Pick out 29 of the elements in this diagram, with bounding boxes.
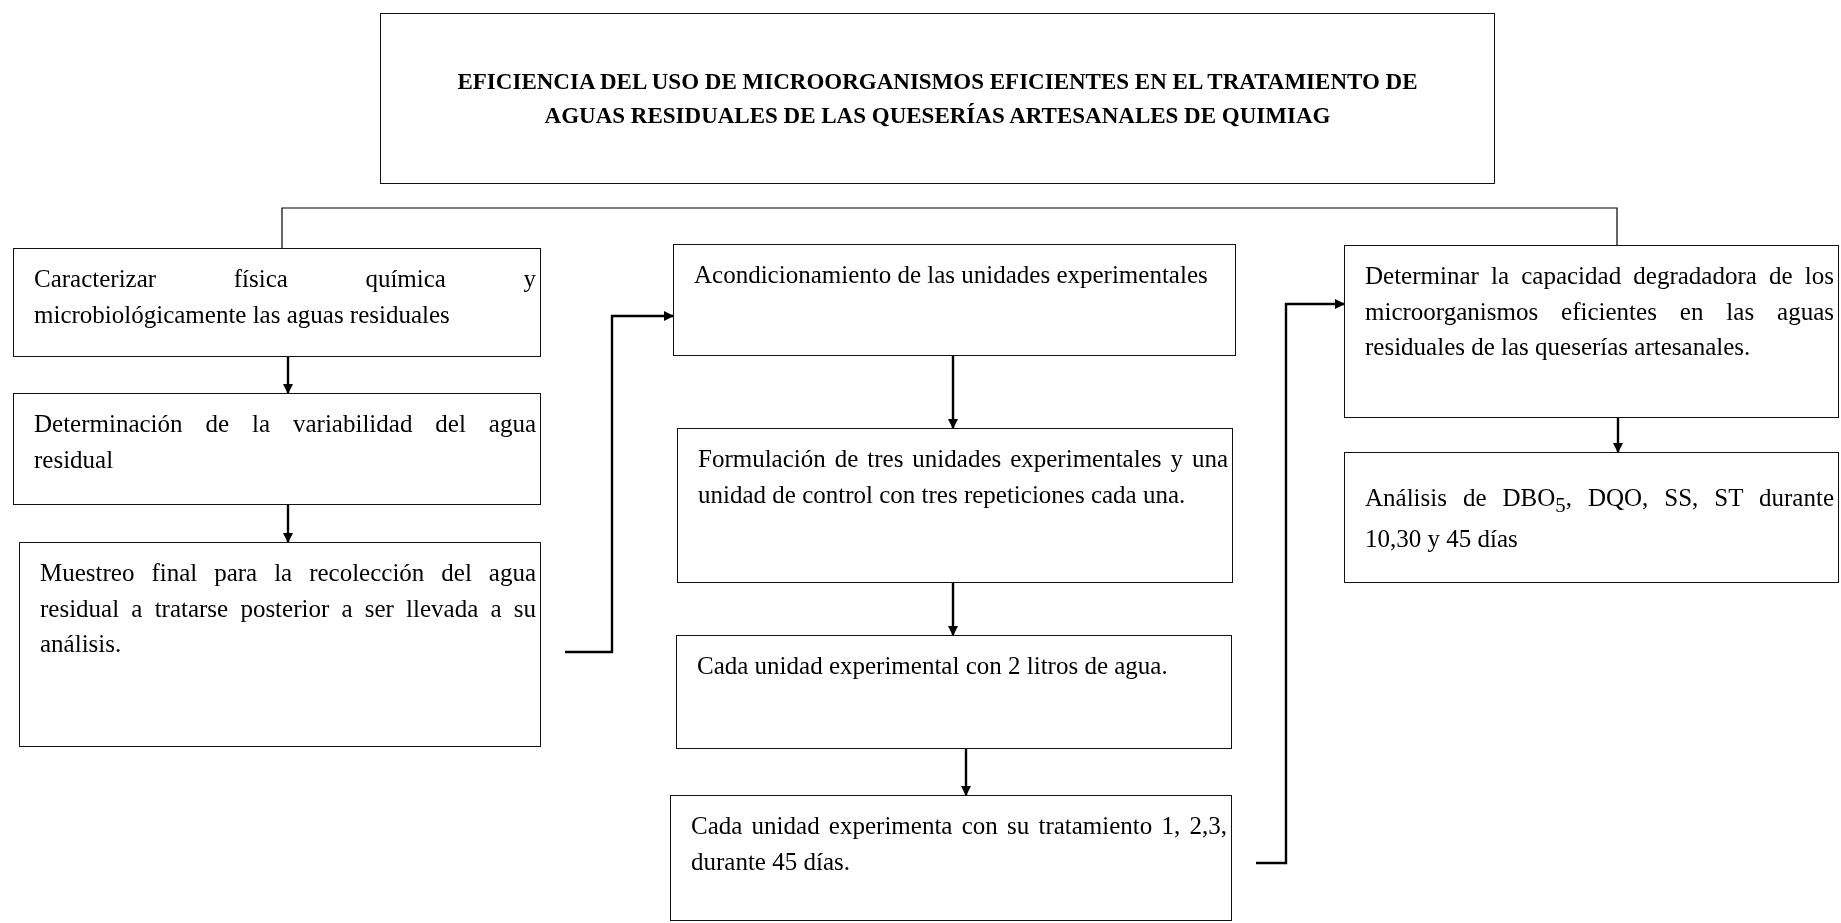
process-box	[676, 635, 1232, 749]
step-text: Cada unidad experimenta con su tratamiento 1, 2,3, durante 45 días.	[691, 811, 1227, 877]
process-box	[13, 393, 541, 505]
process-box	[677, 428, 1233, 583]
arrow	[948, 583, 958, 636]
step-text: Cada unidad experimental con 2 litros de agua.	[697, 651, 1169, 681]
arrow	[948, 356, 958, 429]
step-text: Caracterizar física química y microbiológicamente las aguas residuales	[34, 264, 536, 330]
process-box	[19, 542, 541, 747]
process-box	[1344, 452, 1839, 583]
step-text: Análisis de DBO$_{5}$, DQO, SS, ST durante 10,30 y 45 días	[1365, 483, 1834, 555]
step-text: Muestreo final para la recolección del agua residual a tratarse posterior a ser llevada a su análisis.	[40, 558, 536, 659]
arrow	[1613, 418, 1623, 453]
connector-line	[281, 207, 1618, 249]
arrow	[565, 311, 674, 654]
step-text: Determinación de la variabilidad del agua residual	[34, 409, 536, 475]
step-text: Determinar la capacidad degradadora de los microorganismos eficientes en las aguas residuales de las queserías artesanales.	[1365, 261, 1834, 362]
arrow	[283, 357, 293, 394]
step-text: Acondicionamiento de las unidades experimentales	[694, 260, 1209, 290]
process-box	[13, 248, 541, 357]
arrow	[1256, 299, 1345, 865]
title-box	[380, 13, 1495, 184]
process-box	[670, 795, 1232, 921]
process-box	[1344, 245, 1839, 418]
arrow	[961, 749, 971, 796]
process-box	[673, 244, 1236, 356]
heading-text: EFICIENCIA DEL USO DE MICROORGANISMOS EFICIENTES EN EL TRATAMIENTO DE AGUAS RESIDUALES DE LAS QUESERÍAS ARTESANALES DE QUIMIAG	[456, 68, 1419, 130]
arrow	[283, 505, 293, 543]
step-text: Formulación de tres unidades experimentales y una unidad de control con tres repeticiones cada una.	[698, 444, 1228, 510]
